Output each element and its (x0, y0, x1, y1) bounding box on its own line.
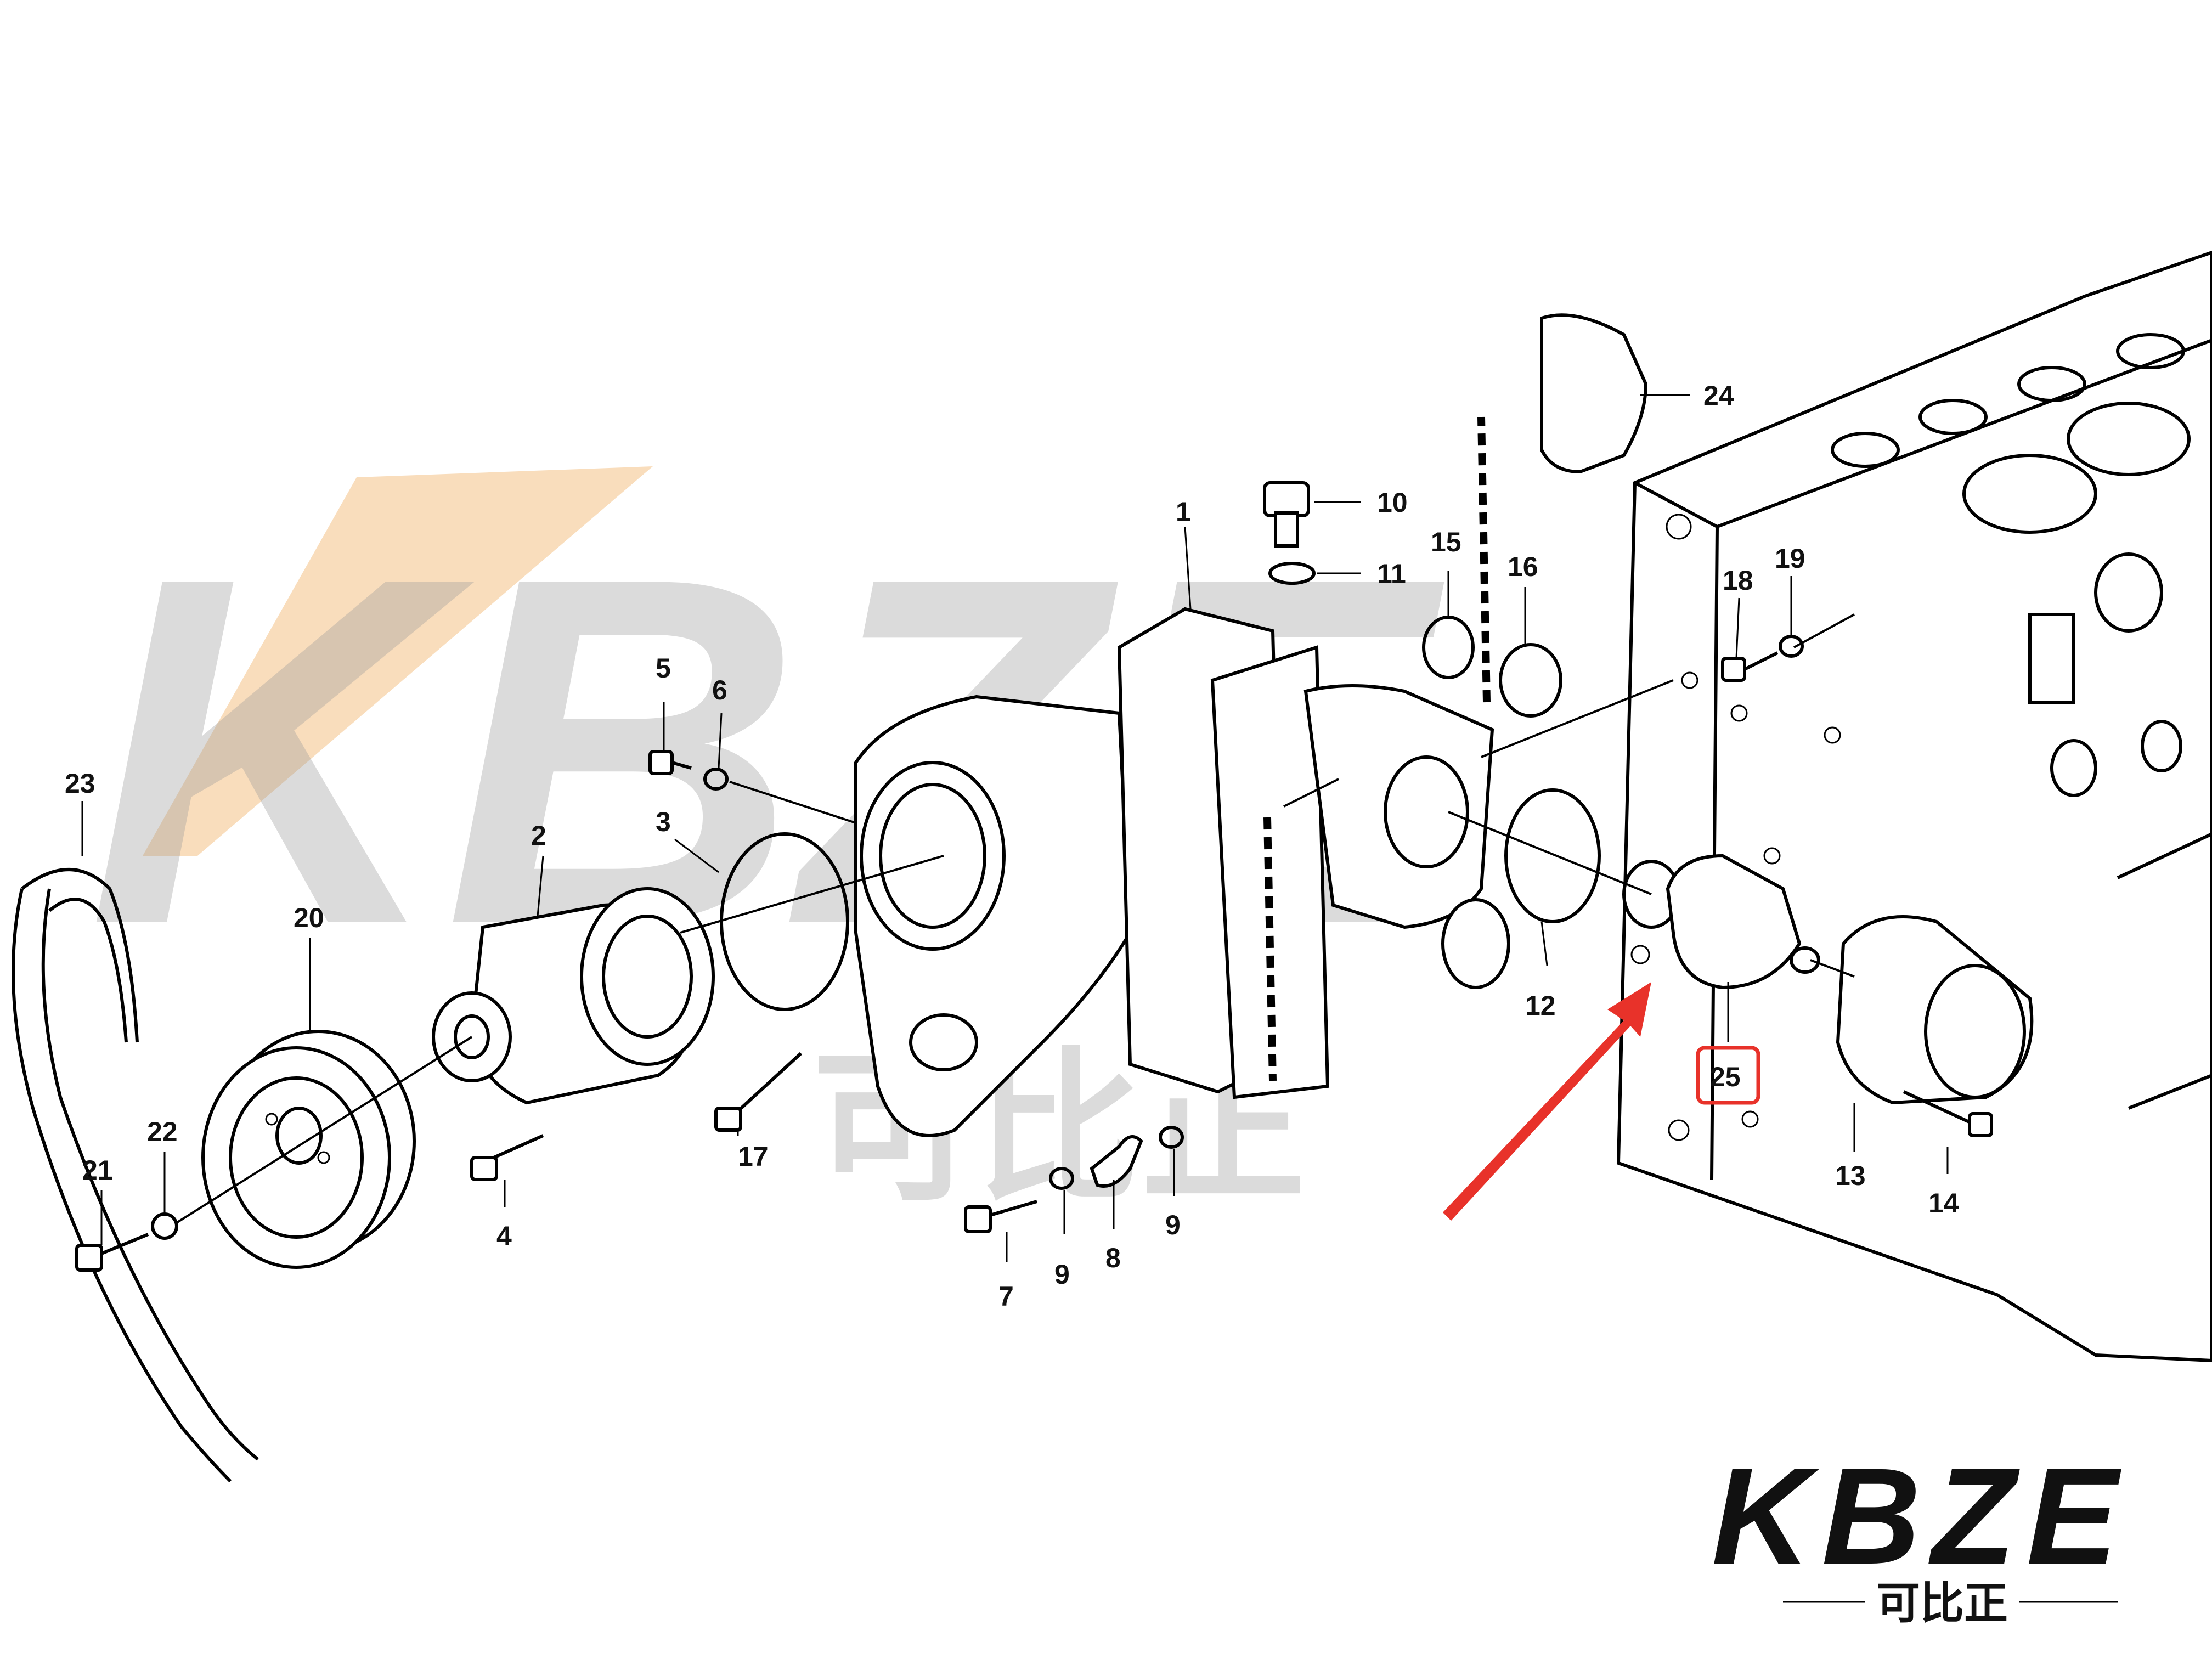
belt-24 (12, 868, 259, 1483)
bolt-18 (714, 1052, 803, 1132)
callout-13: 25 (1710, 1062, 1741, 1092)
gasket-line-1 (1263, 817, 1277, 1081)
callout-5: 5 (656, 653, 671, 684)
brand-sub: 可比正 (1876, 1578, 2008, 1629)
bolt-7 (964, 1200, 1037, 1233)
callout-10: 10 (1377, 487, 1408, 518)
washer-9a (1049, 1167, 1074, 1190)
callout-25: 24 (1703, 380, 1734, 411)
pump-housing (854, 695, 1132, 1137)
washer-23 (151, 1212, 178, 1240)
washer-11 (1268, 562, 1316, 585)
seal-17 (1499, 643, 1562, 718)
bolt-4 (470, 1134, 544, 1181)
callout-16: 15 (1431, 527, 1462, 557)
brand-logo: KBZE 可比正 (1712, 1440, 2129, 1629)
callout-11: 11 (1377, 558, 1406, 589)
engine-block (1616, 250, 2212, 1363)
callout-23: 22 (147, 1116, 178, 1147)
callout-21: 20 (294, 902, 324, 933)
callout-7: 7 (998, 1281, 1014, 1312)
callout-3: 3 (656, 806, 671, 837)
thermostat-13 (1622, 854, 1820, 990)
callout-1: 1 (1176, 496, 1191, 527)
highlight-box (1696, 1046, 1760, 1105)
callout-12: 12 (1525, 990, 1556, 1021)
highlight-13: 25 (1443, 982, 1760, 1221)
bolt-5 (648, 750, 692, 775)
callout-24: 23 (65, 768, 95, 799)
bolt-15 (1903, 1090, 1993, 1137)
callout-15: 14 (1928, 1188, 1959, 1218)
fitting-8 (1090, 1135, 1143, 1188)
callout-19: 18 (1723, 565, 1753, 596)
bolt-22 (75, 1233, 149, 1272)
callout-8: 8 (1105, 1243, 1121, 1273)
washer-9b (1159, 1126, 1184, 1149)
pulley-21 (201, 1030, 416, 1269)
callout-2: 2 (531, 820, 546, 851)
highlight-arrow (1443, 982, 1651, 1221)
callout-22: 21 (82, 1155, 113, 1186)
bolt-19 (1721, 651, 1779, 682)
assembly-lines (174, 613, 1855, 1224)
callout-9b: 9 (1165, 1210, 1181, 1240)
washer-6 (703, 768, 729, 791)
gasket-25 (1540, 313, 1648, 474)
callout-leaders (81, 394, 1949, 1262)
callout-18: 17 (738, 1141, 769, 1172)
thermostat-housing-1 (1117, 607, 1510, 1099)
callout-4: 4 (496, 1221, 512, 1251)
callout-6: 6 (712, 675, 727, 706)
callout-20: 19 (1775, 543, 1805, 574)
callout-labels: 1 2 3 4 5 6 7 8 9 9 10 11 12 13 14 15 16… (65, 380, 1959, 1312)
gasket-line-25 (1477, 416, 1491, 703)
callout-14: 13 (1835, 1160, 1866, 1191)
seal-12 (1504, 788, 1601, 923)
plug-10 (1263, 481, 1310, 548)
brand-name: KBZE (1712, 1440, 2129, 1593)
callout-9a: 9 (1054, 1259, 1070, 1290)
callout-17: 16 (1508, 551, 1538, 582)
cover-14 (1836, 915, 2034, 1105)
